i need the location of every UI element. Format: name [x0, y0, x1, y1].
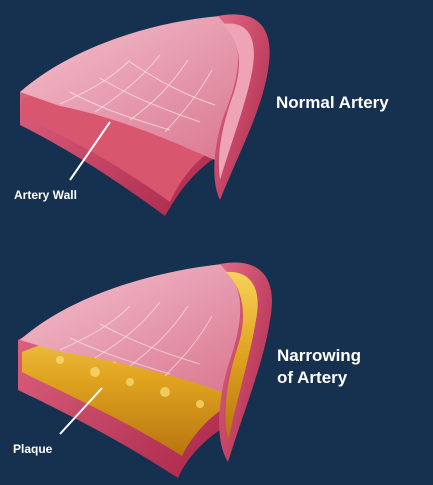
normal-artery-illustration	[20, 14, 270, 216]
normal-artery-title: Normal Artery	[276, 92, 389, 114]
narrowing-title-line-1: Narrowing	[277, 345, 361, 367]
narrowing-of-artery-title: Narrowing of Artery	[277, 345, 361, 389]
narrowing-title-line-2: of Artery	[277, 367, 361, 389]
plaque-label: Plaque	[13, 442, 52, 456]
artery-wall-label: Artery Wall	[14, 188, 77, 202]
narrowed-artery-illustration	[18, 262, 272, 478]
